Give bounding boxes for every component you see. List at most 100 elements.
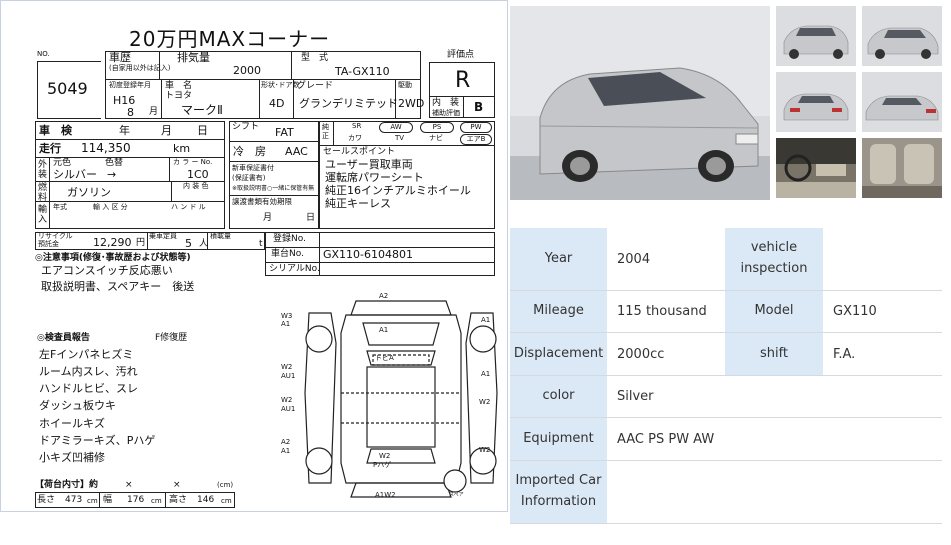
spec-label-vehicle-inspection: vehicle inspection	[725, 228, 823, 290]
inspect-item-5: ホイールキズ	[39, 417, 105, 430]
spec-value-color: Silver	[607, 376, 942, 417]
length-unit: cm	[87, 497, 98, 505]
registration-label: 登録No.	[273, 234, 306, 244]
diagram-body	[340, 314, 462, 484]
color-no-label: カ ラ ー No.	[173, 158, 213, 166]
equip-tv: TV	[395, 134, 405, 142]
main-car-photo[interactable]	[510, 6, 770, 200]
diagram-windshield	[366, 350, 436, 366]
capacity-label: 乗車定員	[149, 232, 177, 240]
interior-color-label: 内 装 色	[183, 182, 209, 190]
serial-label: シリアルNo.	[269, 264, 320, 274]
equip-ps: PS	[420, 122, 454, 133]
thumb-rear-left-image	[776, 72, 856, 132]
dmg-tobia: トビA	[375, 354, 394, 362]
recycle-fee: 12,290	[93, 236, 132, 249]
inspection-label: 車 検	[39, 124, 72, 137]
spec-row-year: Year 2004 vehicle inspection	[510, 228, 942, 291]
model-type-label: 型 式	[301, 53, 329, 63]
spec-table: Year 2004 vehicle inspection Mileage 115…	[510, 228, 942, 524]
dmg-a2-top: A2	[379, 292, 389, 300]
height-value: 146	[197, 495, 215, 505]
doors-label: 形状･ドア数	[261, 81, 300, 89]
shift-value: FAT	[275, 126, 294, 139]
spec-row-imported-car: Imported Car Information	[510, 461, 942, 524]
dmg-w2-right-2: W2	[479, 446, 491, 454]
cargo-cm-label: (cm)	[217, 481, 234, 489]
info-grid	[35, 121, 225, 229]
dmg-w2-1-au1: AU1	[281, 372, 296, 380]
diagram-spare-wheel	[443, 469, 467, 493]
dmg-w2-right: W2	[479, 398, 491, 406]
load-label: 積載量	[210, 232, 231, 240]
diagram-rear-bumper	[350, 482, 452, 498]
sales-point-1: ユーザー買取車両	[325, 158, 413, 171]
dmg-w2-2: W2	[281, 396, 293, 404]
width-value: 176	[127, 495, 145, 505]
color-no-value: 1C0	[187, 168, 209, 181]
length-label: 長さ	[37, 495, 56, 505]
sales-point-4: 純正キーレス	[325, 197, 391, 210]
car-name-label: 車 名	[165, 81, 193, 91]
spec-value-equipment: AAC PS PW AW	[607, 418, 942, 460]
width-unit: cm	[151, 497, 162, 505]
new-car-label-1: 新車保証書付	[232, 164, 274, 172]
fuel-label: 燃 料	[38, 183, 48, 203]
thumbnail-front-right[interactable]	[862, 6, 942, 66]
shift-label: シフト	[232, 122, 260, 132]
equip-sr: SR	[352, 122, 362, 130]
import-class-label: 輸 入 区 分	[93, 203, 128, 211]
capacity-value: 5	[185, 237, 192, 250]
mileage-unit: km	[173, 142, 191, 155]
doors-value: 4D	[269, 97, 285, 110]
thumb-seats-image	[862, 138, 942, 198]
inspection-day-unit: 日	[197, 124, 208, 137]
inspection-year-unit: 年	[119, 124, 130, 137]
import-year-label: 年式	[53, 203, 67, 211]
dmg-a1-right-2: A1	[481, 370, 491, 378]
thumbnail-interior-dash[interactable]	[776, 138, 856, 198]
capacity-unit: 人	[199, 239, 209, 249]
thumbnail-seats[interactable]	[862, 138, 942, 198]
inspect-item-4: ダッシュ板ウキ	[39, 399, 116, 412]
dmg-a2-a1: A1	[281, 447, 291, 455]
note-2: 取扱説明書、スペアキー 後送	[41, 280, 195, 293]
spec-row-color: color Silver	[510, 376, 942, 418]
thumbnail-rear-right[interactable]	[862, 72, 942, 132]
recycle-label-1: リサイクル	[38, 232, 73, 240]
handle-label: ハ ン ド ル	[171, 203, 206, 211]
displacement-label: 排気量	[177, 51, 210, 64]
thumb-front-image	[776, 6, 856, 66]
mileage-label: 走行	[39, 142, 61, 155]
spec-row-displacement: Displacement 2000cc shift F.A.	[510, 333, 942, 376]
thumbnail-rear-left[interactable]	[776, 72, 856, 132]
spec-value-year: 2004	[607, 228, 725, 290]
drive-value: 2WD	[398, 97, 425, 110]
interior-score: B	[474, 100, 484, 114]
spec-value-mileage: 115 thousand	[607, 291, 725, 332]
score-label: 評価点	[447, 50, 475, 60]
color-change-label: 色替	[105, 158, 124, 168]
score-box	[429, 62, 495, 118]
grade-name: グランデリミテッド	[299, 97, 398, 110]
diagram-roof	[366, 366, 436, 448]
cargo-label: 【荷台内寸】約	[35, 480, 99, 490]
dmg-a1-right: A1	[481, 316, 491, 324]
cargo-x-1: ×	[125, 480, 133, 490]
spec-label-color: color	[510, 376, 607, 417]
diagram-wheel-lr	[305, 447, 333, 475]
interior-sub-label: 補助評価	[432, 109, 460, 117]
maker-name: トヨタ	[165, 91, 193, 101]
note-1: エアコンスイッチ反応悪い	[41, 264, 173, 277]
history-label: 車歴	[109, 51, 131, 64]
thumbnail-front[interactable]	[776, 6, 856, 66]
sheet-title: 20万円MAXコーナー	[129, 27, 331, 51]
first-reg-year: H16	[113, 94, 136, 107]
inspector-report-header: ◎検査員報告	[37, 333, 90, 343]
equip-airbag: エアB	[460, 134, 492, 145]
load-unit: t	[259, 239, 263, 249]
spec-value-vehicle-inspection	[823, 228, 942, 290]
notes-header: ◎注意事項(修復･事故歴および状態等)	[35, 253, 191, 263]
spec-value-model: GX110	[823, 291, 942, 332]
spec-value-shift: F.A.	[823, 333, 942, 375]
